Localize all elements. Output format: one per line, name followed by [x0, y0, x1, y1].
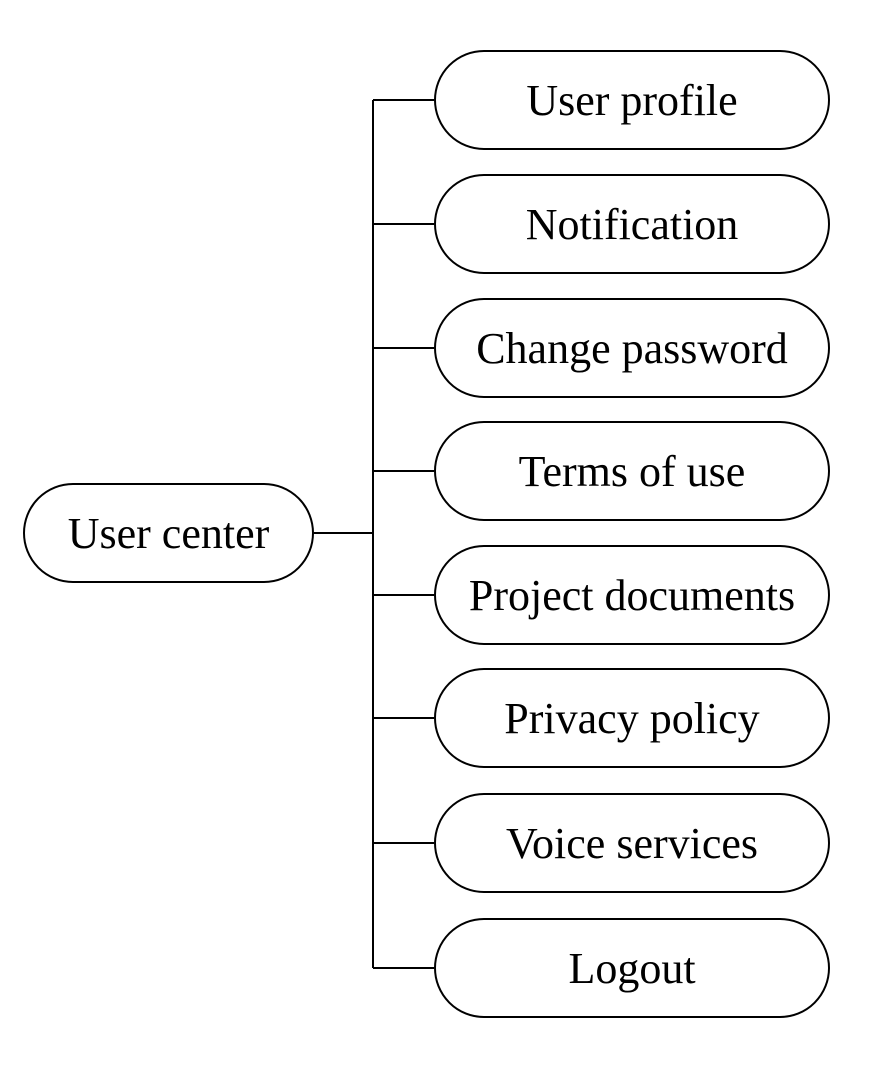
node-project-documents: Project documents — [434, 545, 830, 645]
node-privacy-policy: Privacy policy — [434, 668, 830, 768]
node-voice-services: Voice services — [434, 793, 830, 893]
node-user-center: User center — [23, 483, 314, 583]
node-label: User center — [67, 508, 270, 558]
node-change-password: Change password — [434, 298, 830, 398]
node-label: Voice services — [505, 818, 759, 868]
node-notification: Notification — [434, 174, 830, 274]
node-label: User profile — [526, 75, 738, 125]
node-user-profile: User profile — [434, 50, 830, 150]
node-label: Project documents — [468, 570, 796, 620]
node-label: Terms of use — [518, 446, 746, 496]
node-label: Privacy policy — [504, 693, 760, 743]
node-logout: Logout — [434, 918, 830, 1018]
node-label: Change password — [476, 323, 788, 373]
node-label: Notification — [525, 199, 739, 249]
node-terms-of-use: Terms of use — [434, 421, 830, 521]
node-label: Logout — [568, 943, 696, 993]
